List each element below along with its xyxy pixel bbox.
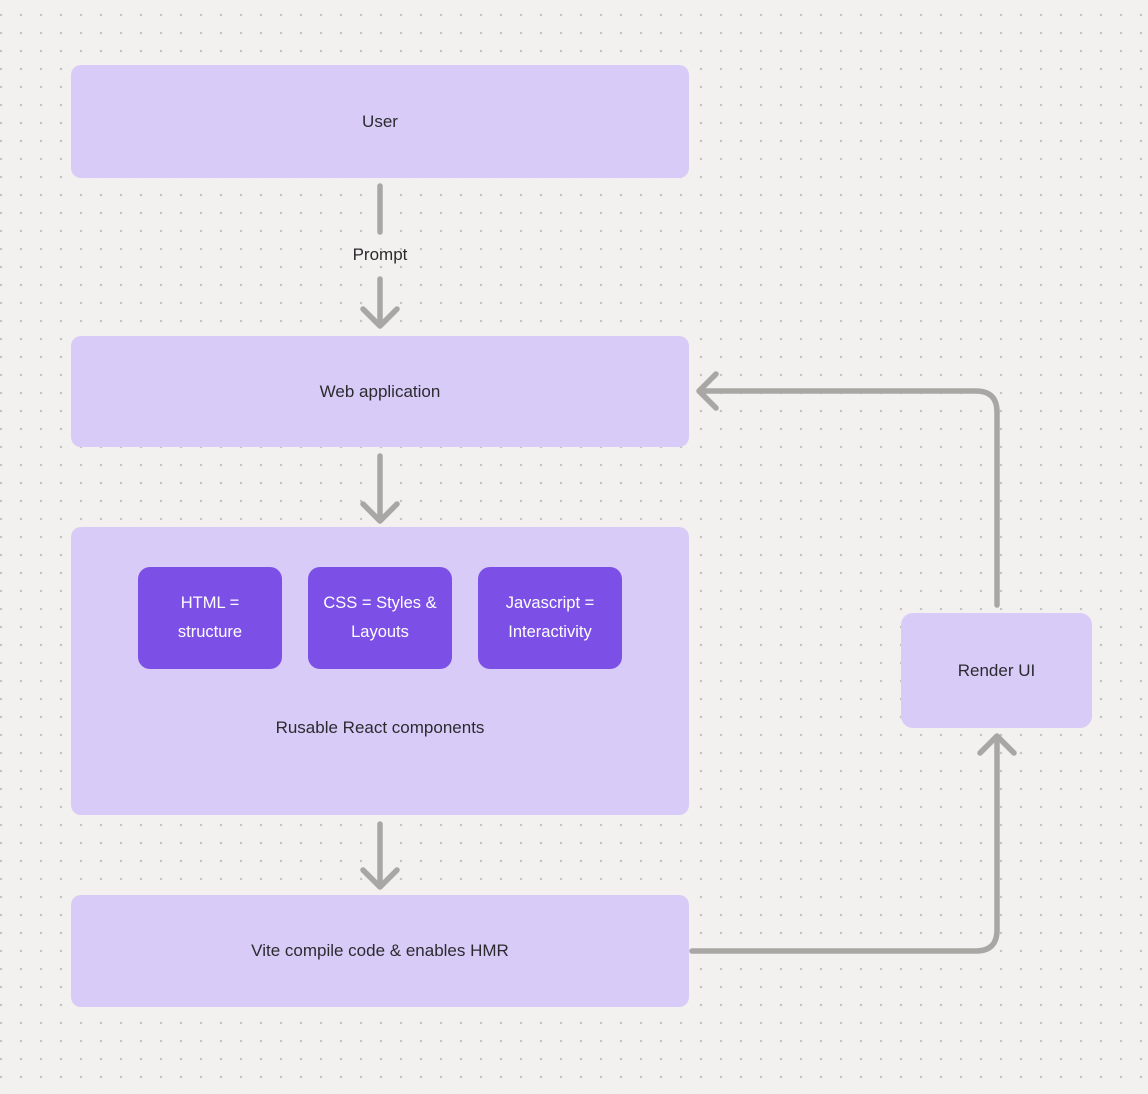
connector-segment[interactable] <box>698 388 1000 608</box>
connector-renderui-to-webapp[interactable] <box>696 371 1000 608</box>
connector-components-to-vite[interactable] <box>360 821 400 890</box>
node-render-ui-label: Render UI <box>957 660 1036 680</box>
node-html-label: HTML = structure <box>177 594 243 641</box>
arrowhead-down-icon <box>360 501 400 524</box>
node-javascript-label: Javascript = Interactivity <box>505 594 595 641</box>
node-web-application-label: Web application <box>319 381 441 401</box>
node-css[interactable]: CSS = Styles & Layouts <box>308 567 452 669</box>
arrowhead-down-icon <box>360 306 400 329</box>
node-components-caption: Rusable React components <box>275 718 485 737</box>
node-vite[interactable]: Vite compile code & enables HMR <box>71 895 689 1007</box>
node-javascript[interactable]: Javascript = Interactivity <box>478 567 622 669</box>
node-user-label: User <box>362 111 398 131</box>
node-web-application[interactable]: Web application <box>71 336 689 447</box>
node-user[interactable]: User <box>71 65 689 178</box>
node-html[interactable]: HTML = structure <box>138 567 282 669</box>
connector-vite-to-renderui[interactable] <box>689 733 1017 954</box>
node-css-label: CSS = Styles & Layouts <box>323 594 437 641</box>
node-vite-label: Vite compile code & enables HMR <box>251 941 509 960</box>
edge-label-prompt: Prompt <box>352 245 408 264</box>
arrowhead-down-icon <box>360 867 400 890</box>
node-render-ui[interactable]: Render UI <box>901 613 1092 728</box>
arrowhead-left-icon <box>696 371 719 411</box>
connector-segment[interactable] <box>689 735 1000 954</box>
connector-webapp-to-components[interactable] <box>360 453 400 524</box>
arrowhead-up-icon <box>977 733 1017 756</box>
connector-user-to-webapp[interactable] <box>360 183 400 329</box>
node-components-group[interactable]: HTML = structure CSS = Styles & Layouts … <box>71 527 689 815</box>
